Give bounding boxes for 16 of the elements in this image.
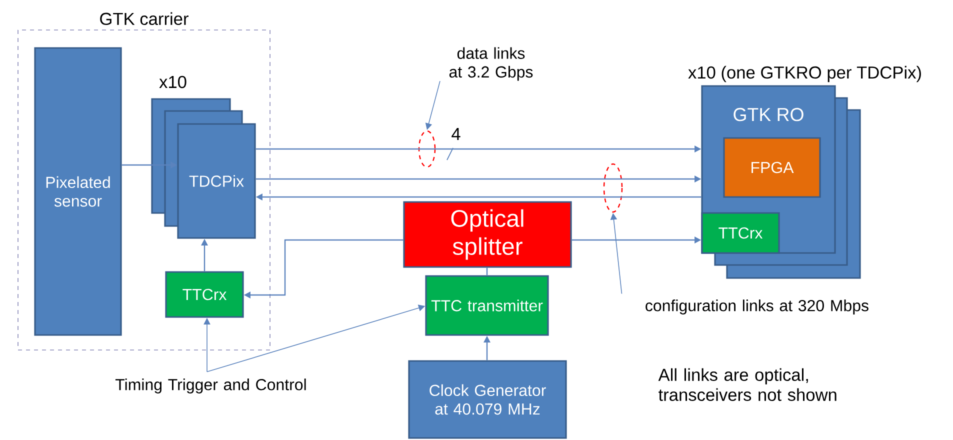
sensor-box: Pixelated sensor [34, 47, 122, 336]
receiver-box: TTCrx [701, 212, 780, 254]
node-label: GTK carrier [100, 12, 188, 26]
splitter-box: Optical splitter [403, 201, 572, 268]
note-text: All links are optical, transceivers not shown [658, 368, 836, 401]
multiplier-label: x10 (one GTKRO per TDCPix) [688, 66, 921, 82]
callout-text: Timing Trigger and Control [115, 378, 306, 394]
chip-box: TDCPix [177, 123, 256, 239]
callout-text: configuration links at 320 Mbps [646, 300, 868, 314]
transmitter-box: TTC transmitter [425, 275, 549, 336]
multiplier-label: x10 [159, 76, 186, 88]
edge-label: 4 [450, 126, 462, 142]
callout-text: data links at 3.2 Gbps [449, 47, 533, 81]
receiver-box: TTCrx [165, 271, 244, 318]
generator-box: Clock Generator at 40.079 MHz [408, 360, 567, 439]
fpga-box: FPGA [723, 137, 821, 198]
